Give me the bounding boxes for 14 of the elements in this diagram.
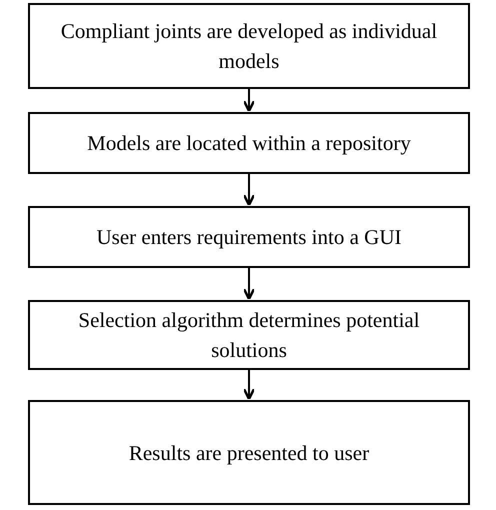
process-box — [28, 112, 470, 174]
arrow — [242, 174, 256, 206]
step-text: Selection algorithm determines potential solutions — [77, 307, 421, 364]
process-box — [28, 3, 470, 89]
step-text: Models are located within a repository — [87, 130, 411, 157]
process-box — [28, 400, 470, 505]
arrow — [242, 268, 256, 300]
step-text: Compliant joints are developed as individual models — [60, 18, 438, 75]
step-text: Results are presented to user — [128, 440, 370, 466]
arrow — [242, 370, 256, 400]
step-text: User enters requirements into a GUI — [96, 224, 402, 251]
arrow — [242, 89, 256, 112]
process-box — [28, 300, 470, 370]
process-box — [28, 206, 470, 268]
